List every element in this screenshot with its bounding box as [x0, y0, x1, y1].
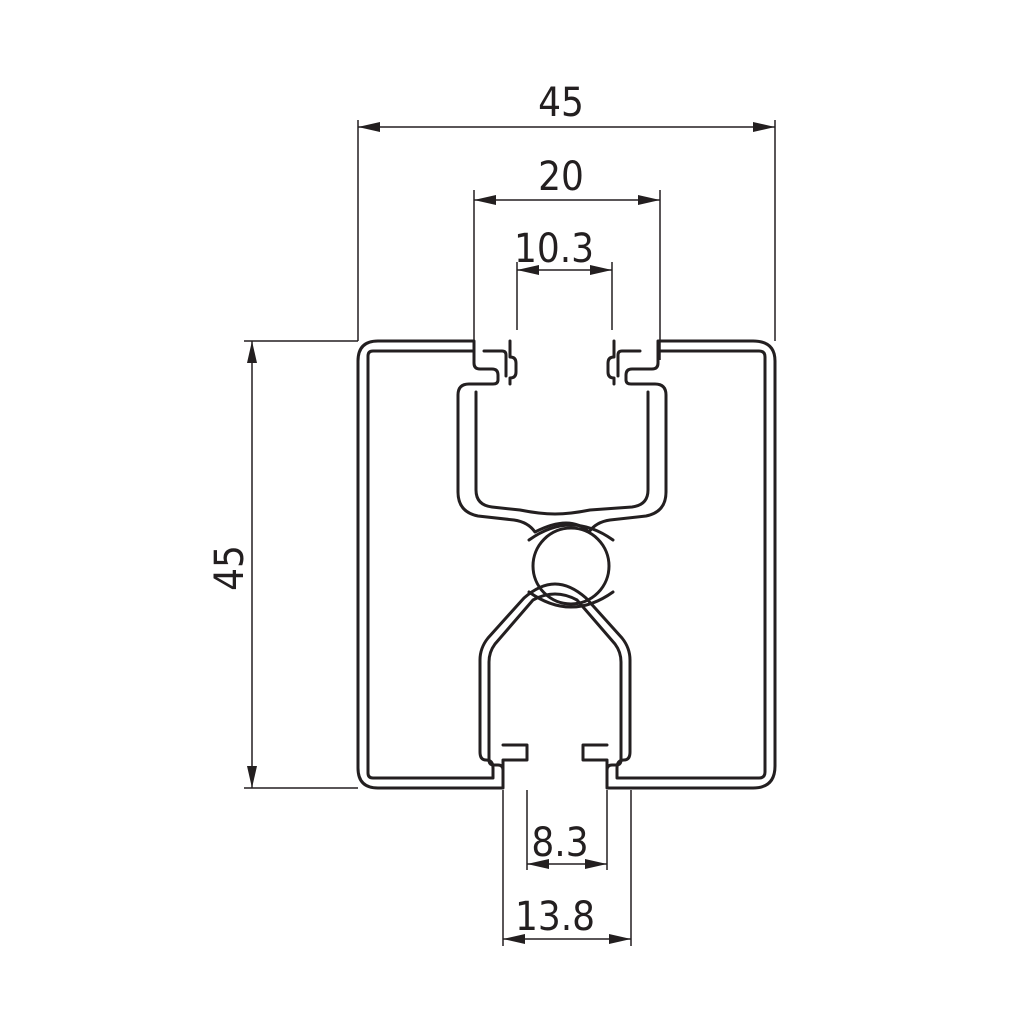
dim-slot-outer-top: 20 — [473, 154, 661, 360]
dim-slot-opening-bottom-label: 8.3 — [531, 820, 588, 866]
top-slot-lip-left-inner — [482, 349, 508, 378]
bottom-slot-neck-right — [581, 743, 609, 772]
dim-overall-height: 45 — [207, 340, 358, 789]
core-bore — [531, 526, 611, 606]
profile-outer-contour — [356, 339, 777, 790]
top-slot-lip-right — [606, 339, 616, 386]
dim-slot-outer-bottom-label: 13.8 — [515, 894, 595, 940]
dim-overall-height-label: 45 — [207, 545, 253, 591]
profile-inner-wall — [366, 349, 767, 780]
dim-slot-opening-top-label: 10.3 — [514, 226, 594, 272]
bottom-slot-neck-left — [501, 743, 529, 772]
dim-overall-width: 45 — [357, 80, 776, 341]
top-slot-lip-right-inner — [616, 349, 642, 378]
top-slot-lip-left — [508, 339, 518, 386]
dim-slot-opening-top: 10.3 — [514, 226, 613, 330]
aluminium-profile — [356, 339, 777, 790]
dim-slot-outer-bottom: 13.8 — [502, 790, 632, 946]
dim-slot-outer-top-label: 20 — [538, 154, 584, 200]
core-ring — [527, 523, 615, 609]
upper-chamber — [474, 390, 650, 516]
dim-slot-opening-bottom: 8.3 — [526, 790, 608, 870]
dim-overall-width-label: 45 — [538, 80, 584, 126]
